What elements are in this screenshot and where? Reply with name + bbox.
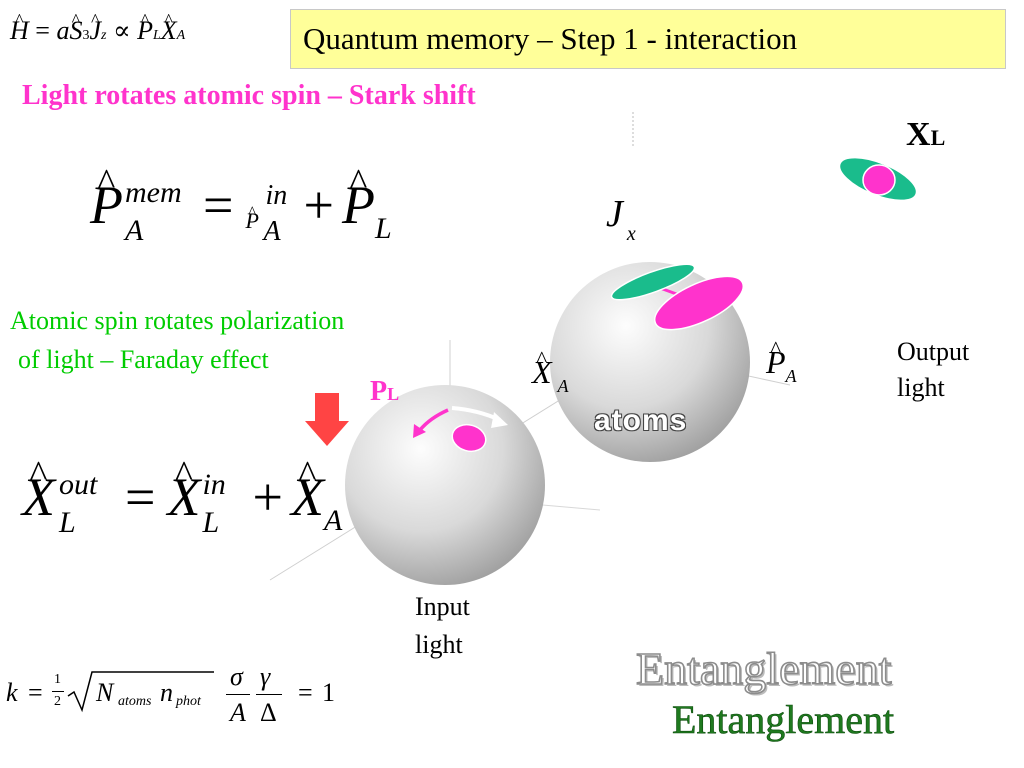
half-bar: [52, 691, 64, 692]
delta-symbol: Δ: [260, 698, 277, 727]
xa-letter: X: [532, 354, 552, 391]
x-hat: X: [161, 16, 177, 46]
white-arrow-head: [491, 412, 508, 428]
x-a-symbol: X: [291, 470, 324, 524]
faraday-line-1: Atomic spin rotates polarization: [10, 306, 345, 335]
x-in-symbol: X: [167, 470, 200, 524]
coefficient-a: a: [56, 16, 70, 45]
title-box: Quantum memory – Step 1 - interaction: [290, 9, 1006, 69]
p-in-subscript: A: [263, 216, 281, 247]
entanglement-outline-text: Entanglement: [635, 642, 892, 695]
k-equals: =: [28, 678, 43, 707]
atoms-label: atoms: [594, 404, 688, 437]
n-atoms-symbol: N: [96, 678, 114, 707]
p-in-superscript: in: [265, 180, 288, 211]
hamiltonian-equation: H = aS3Jz ∝ PLXA: [10, 16, 185, 46]
subscript-3: 3: [82, 28, 90, 43]
red-arrow-shaft: [315, 393, 339, 423]
pink-arrow-head: [413, 424, 426, 438]
pl-letter: P: [370, 376, 388, 407]
xl-letter: X: [906, 116, 931, 153]
jx-subscript: x: [626, 223, 636, 245]
gamma-symbol: γ: [260, 662, 271, 691]
equals-sign: =: [35, 16, 50, 45]
p-eq-plus: +: [303, 175, 334, 235]
pa-letter: P: [766, 344, 786, 381]
x-in-subscript: L: [202, 506, 220, 539]
x-out-subscript: L: [59, 506, 76, 539]
pink-spin-ellipse: [654, 275, 744, 331]
sigma-bar: [226, 694, 250, 695]
subscript-z: z: [101, 28, 107, 43]
proportional-sign: ∝: [112, 16, 131, 45]
output-light-word: light: [897, 373, 945, 402]
n-phot-subscript: phot: [176, 694, 201, 709]
pa-label: PA: [766, 344, 797, 387]
k-equals-2: =: [298, 678, 313, 707]
xl-pink-dot: [862, 164, 896, 196]
teal-spin-ellipse: [610, 263, 696, 301]
x-a-subscript: A: [323, 504, 343, 537]
p-l-subscript: L: [374, 212, 392, 245]
xl-label: XL: [906, 116, 945, 154]
entanglement-green-text: Entanglement: [672, 697, 895, 743]
pl-label: PL: [370, 376, 399, 408]
subscript-l: L: [152, 28, 161, 43]
input-light-label: Input light: [415, 588, 470, 664]
input-word: Input: [415, 592, 470, 621]
j-hat: J: [89, 16, 101, 46]
p-mem-symbol: P: [90, 178, 123, 232]
pl-subscript: L: [387, 384, 400, 404]
polarization-dot: [451, 423, 487, 453]
stark-shift-heading: Light rotates atomic spin – Stark shift: [22, 80, 476, 111]
half-numerator: 1: [54, 672, 61, 687]
h-hat: H: [10, 16, 29, 46]
pink-rotation-arrow: [418, 408, 449, 432]
coupling-constant-equation: k = 1 2 N atoms n phot σ A γ Δ = 1: [6, 662, 346, 734]
xa-label: XA: [532, 354, 569, 397]
p-eq-equals: =: [203, 175, 234, 235]
p-l-symbol: P: [342, 178, 375, 232]
area-symbol: A: [230, 698, 246, 727]
p-in-symbol: P: [245, 210, 258, 232]
output-light-label: Output light: [897, 334, 969, 406]
subscript-a: A: [176, 28, 186, 43]
x-out-symbol: X: [22, 470, 55, 524]
sigma-symbol: σ: [230, 662, 243, 691]
p-mem-superscript: mem: [125, 176, 182, 209]
n-atoms-subscript: atoms: [118, 694, 152, 709]
xa-subscript: A: [557, 376, 569, 396]
p-hat: P: [137, 16, 153, 46]
k-symbol: k: [6, 678, 18, 707]
half-denominator: 2: [54, 694, 61, 709]
s-hat: S: [69, 16, 82, 46]
page-title: Quantum memory – Step 1 - interaction: [303, 21, 798, 56]
output-word: Output: [897, 337, 970, 366]
k-value-one: 1: [322, 678, 335, 707]
sqrt-sign: [67, 671, 214, 713]
x-eq-plus: +: [252, 467, 283, 527]
input-sphere: [345, 385, 545, 585]
red-arrow-head: [305, 421, 349, 446]
x-in-superscript: in: [202, 468, 226, 501]
jx-letter: J: [606, 193, 623, 235]
p-mem-subscript: A: [125, 214, 144, 247]
xl-subscript: L: [930, 125, 946, 150]
pa-subscript: A: [785, 366, 797, 386]
gamma-bar: [256, 694, 282, 695]
n-phot-symbol: n: [160, 678, 173, 707]
input-light-word: light: [415, 630, 463, 659]
faraday-line-2: of light – Faraday effect: [18, 345, 269, 374]
x-out-superscript: out: [59, 468, 98, 501]
x-eq-equals: =: [125, 467, 156, 527]
